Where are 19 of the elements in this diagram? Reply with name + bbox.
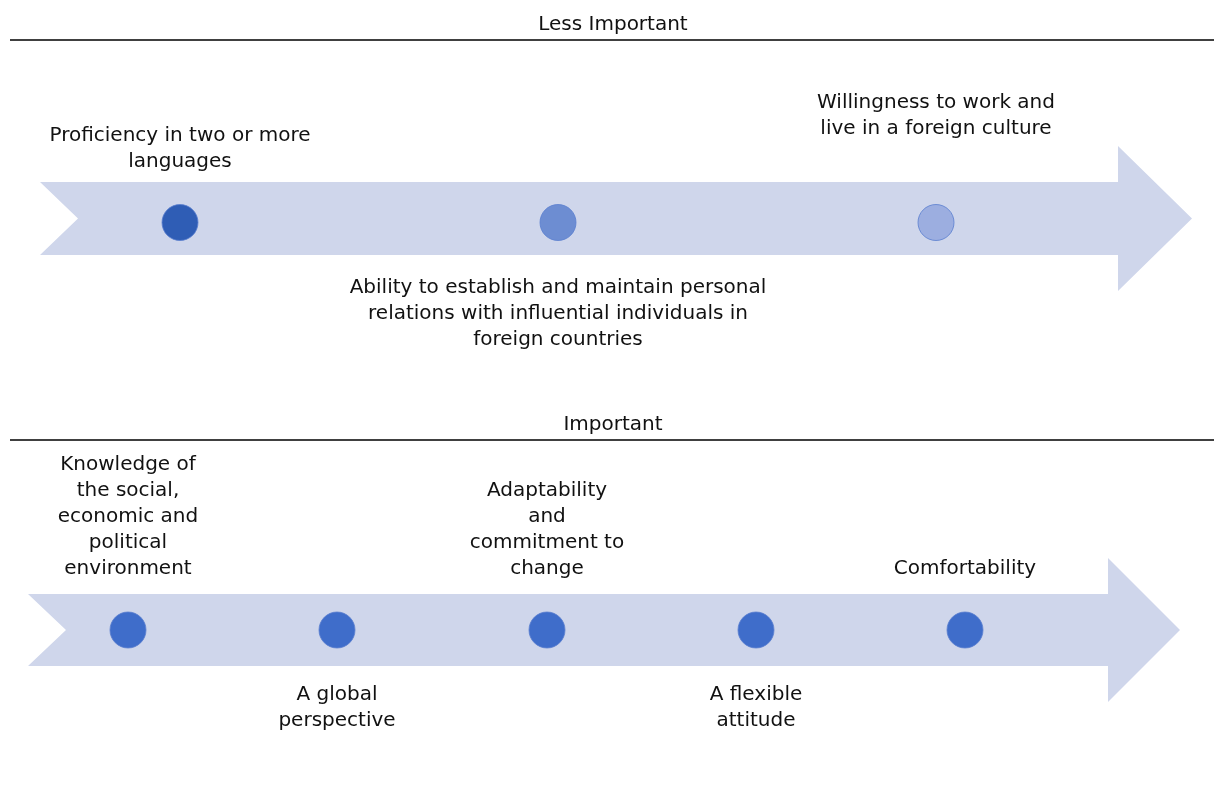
heading: Important xyxy=(562,410,664,436)
arrow-band xyxy=(28,558,1180,702)
heading: Less Important xyxy=(537,10,689,36)
milestone-label: A flexible attitude xyxy=(708,680,804,732)
milestone-dot xyxy=(109,611,147,649)
milestone-label: Knowledge of the social, economic and political environment xyxy=(56,450,200,580)
milestone-label: Willingness to work and live in a foreign culture xyxy=(816,87,1056,140)
milestone-dot xyxy=(737,611,775,649)
milestone-dot xyxy=(946,611,984,649)
milestone-label: A global perspective xyxy=(277,680,397,732)
milestone-dot xyxy=(539,204,577,241)
milestone-dot xyxy=(161,204,199,241)
milestone-label: Comfortability xyxy=(892,554,1038,580)
milestone-label: Ability to establish and maintain personal relations with influential individuals in foreign countries xyxy=(348,272,768,351)
milestone-dot xyxy=(917,204,955,241)
milestone-label: Proficiency in two or more languages xyxy=(49,120,311,173)
milestone-dot xyxy=(528,611,566,649)
milestone-label: Adaptability and commitment to change xyxy=(468,476,626,580)
milestone-dot xyxy=(318,611,356,649)
